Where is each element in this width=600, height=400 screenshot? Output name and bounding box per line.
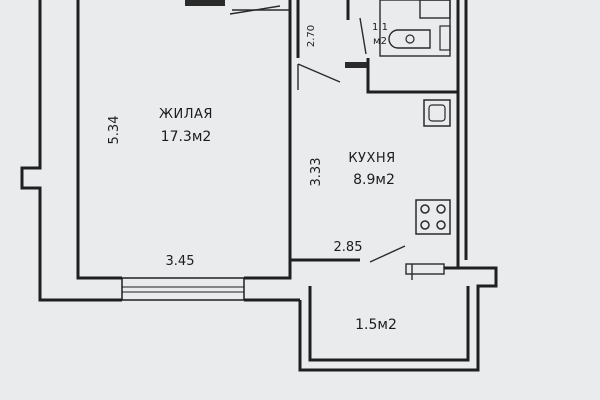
left-outer-wall <box>20 0 122 302</box>
right-outer-wall <box>298 0 498 372</box>
living-bottom-wall <box>244 258 360 280</box>
bathroom-door-frame <box>345 62 367 68</box>
living-height-dim: 5.34 <box>107 116 122 145</box>
top-door-frame <box>185 0 225 6</box>
kitchen-sink <box>423 99 451 127</box>
burner-icon <box>420 204 430 214</box>
burner-icon <box>436 204 446 214</box>
bathroom-wall <box>346 0 458 94</box>
bath-inner-box <box>419 0 451 19</box>
living-room-window <box>121 277 245 301</box>
living-room-inner-wall <box>76 0 122 280</box>
balcony-wall <box>308 266 470 362</box>
kitchen-height-dim: 3.33 <box>309 158 324 187</box>
living-room-name: ЖИЛАЯ <box>159 107 213 122</box>
living-width-dim: 3.45 <box>166 254 195 269</box>
burner-icon <box>420 220 430 230</box>
bathroom-door <box>359 17 367 55</box>
kitchen-sink-basin <box>428 104 446 122</box>
labels: ЖИЛАЯ 17.3м2 5.34 3.45 КУХНЯ 8.9м2 3.33 … <box>107 22 397 333</box>
kitchen-name: КУХНЯ <box>348 151 395 166</box>
balcony-area: 1.5м2 <box>355 317 397 333</box>
bathroom-area-unit: м2 <box>373 36 387 47</box>
kitchen-area: 8.9м2 <box>353 172 395 188</box>
living-room-area: 17.3м2 <box>161 129 212 145</box>
toilet-icon <box>388 29 431 49</box>
walls <box>20 0 498 372</box>
stove-icon <box>415 199 451 235</box>
toilet-bowl <box>405 34 415 44</box>
corridor-door-leaf <box>297 63 341 83</box>
sink <box>439 25 451 51</box>
corridor-dim: 2.70 <box>306 25 317 47</box>
kitchen-width-dim: 2.85 <box>334 240 363 255</box>
bathroom-area-value: 1.1 <box>372 22 388 33</box>
burner-icon <box>436 220 446 230</box>
kitchen-door-leaf <box>369 245 406 263</box>
